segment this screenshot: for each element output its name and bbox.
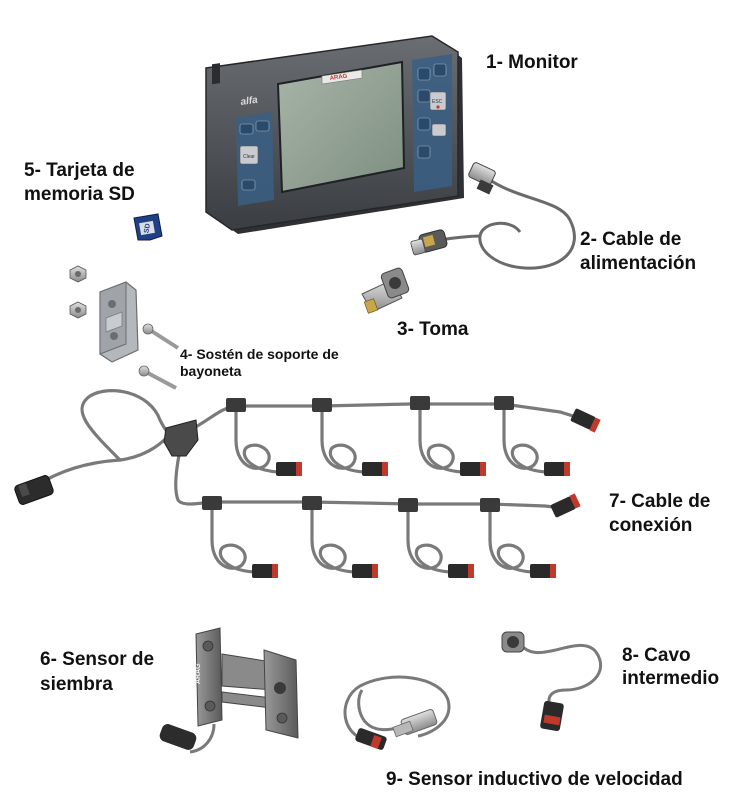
- power-cable-bottom-connector: [410, 229, 448, 256]
- label-seed-sensor-line2: siembra: [40, 674, 113, 695]
- label-connection-line1: 7- Cable de: [609, 491, 711, 512]
- monitor: ARAG alfa Clear ESC: [205, 35, 464, 234]
- harness-connectors: [14, 396, 601, 578]
- monitor-screen: [276, 60, 406, 194]
- t-junction-4: [494, 396, 514, 410]
- label-intermediate-line1: 8- Cavo: [622, 645, 691, 666]
- end-connector-top-4: [544, 462, 570, 476]
- label-socket: 3- Toma: [397, 319, 469, 340]
- model-logo: alfa: [240, 95, 259, 108]
- end-connector-top-2: [362, 462, 388, 476]
- end-connector-top-5: [570, 408, 601, 433]
- svg-text:ARAG: ARAG: [195, 663, 202, 684]
- key-right-6: [417, 145, 431, 159]
- end-connector-bottom-1: [252, 564, 278, 578]
- esc-key: [429, 91, 447, 111]
- label-connection-line2: conexión: [609, 515, 693, 536]
- sd-card: SD: [133, 213, 163, 241]
- end-connector-bottom-5: [550, 493, 581, 518]
- key-right-3: [417, 89, 431, 103]
- brand-logo: [321, 69, 363, 85]
- key-left-3: [241, 179, 256, 191]
- end-connector-top-1: [276, 462, 302, 476]
- clear-key-label: Clear: [243, 154, 255, 160]
- power-cable-top-connector: [468, 162, 496, 195]
- status-led: [436, 105, 440, 109]
- end-connector-top-3: [460, 462, 486, 476]
- power-cable: [410, 162, 576, 270]
- t-junction-3: [410, 396, 430, 410]
- key-left-2: [255, 120, 270, 132]
- t-junction-6: [302, 496, 322, 510]
- label-power-cable-line1: 2- Cable de: [580, 229, 682, 250]
- harness-main-connector: [14, 475, 54, 505]
- key-right-5: [431, 123, 447, 137]
- nut-2: [69, 301, 87, 319]
- label-power-cable-line2: alimentación: [580, 253, 697, 274]
- svg-text:SD: SD: [143, 223, 152, 234]
- t-junction-1: [226, 398, 246, 412]
- label-speed-sensor: 9- Sensor inductivo de velocidad: [386, 769, 683, 790]
- seed-sensor: ARAG: [159, 627, 299, 754]
- key-left-1: [239, 123, 254, 135]
- nut-1: [69, 265, 87, 283]
- t-junction-5: [202, 496, 222, 510]
- clear-key: [239, 145, 259, 165]
- t-junction-2: [312, 398, 332, 412]
- t-junction-8: [480, 498, 500, 512]
- key-right-4: [417, 117, 431, 131]
- socket: [361, 267, 410, 314]
- bayonet-bracket: [69, 265, 180, 390]
- connection-harness: [34, 389, 588, 574]
- brand-logo-text: ARAG: [329, 74, 348, 82]
- bolt-1: [142, 323, 180, 350]
- speed-sensor: [343, 675, 451, 750]
- end-connector-bottom-3: [448, 564, 474, 578]
- end-connector-bottom-4: [530, 564, 556, 578]
- t-junction-7: [398, 498, 418, 512]
- harness-splitter: [163, 419, 199, 457]
- bolt-2: [138, 365, 177, 390]
- label-intermediate-line2: intermedio: [622, 668, 720, 689]
- label-sd-line2: memoria SD: [24, 184, 135, 205]
- label-seed-sensor-line1: 6- Sensor de: [40, 649, 155, 670]
- esc-key-label: ESC: [432, 99, 443, 105]
- key-right-2: [433, 63, 447, 77]
- end-connector-bottom-2: [352, 564, 378, 578]
- label-bracket-line2: bayoneta: [180, 363, 242, 379]
- label-sd-line1: 5- Tarjeta de: [24, 160, 135, 181]
- label-bracket-line1: 4- Sostén de soporte de: [180, 346, 339, 362]
- key-right-1: [417, 67, 431, 81]
- intermediate-cable: [501, 631, 603, 732]
- label-monitor: 1- Monitor: [486, 52, 578, 73]
